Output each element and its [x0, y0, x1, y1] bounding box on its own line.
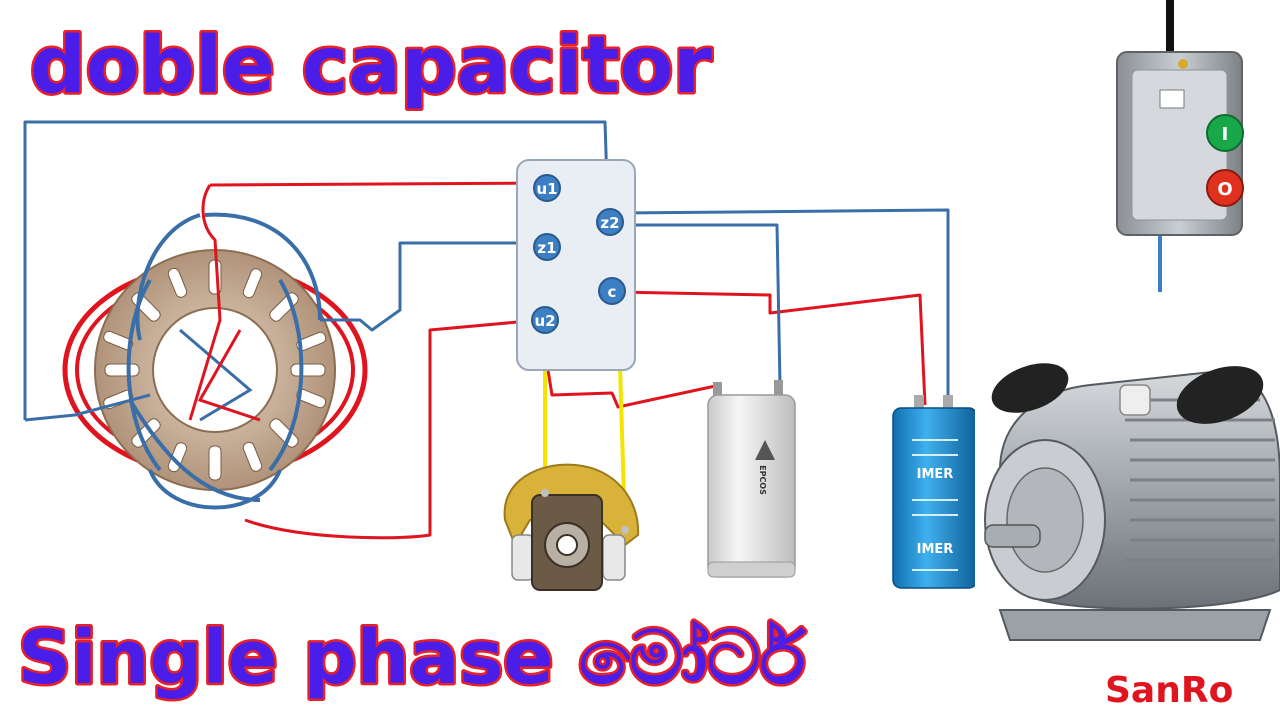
terminal-z1-label: z1: [537, 239, 556, 257]
title-bottom: Single phase මෝටර්: [18, 615, 806, 701]
stop-button-label: O: [1217, 179, 1232, 200]
watermark: SanRo: [1105, 670, 1233, 711]
run-capacitor-brand: EPCOS: [758, 465, 767, 495]
start-capacitor-brand: IMER: [917, 467, 954, 482]
start-button-label: I: [1222, 124, 1229, 145]
terminal-z2: z2: [596, 208, 624, 236]
terminal-u2: u2: [531, 306, 559, 334]
title-top: doble capacitor: [30, 21, 712, 111]
terminal-z2-label: z2: [600, 214, 619, 232]
terminal-z1: z1: [533, 233, 561, 261]
start-button[interactable]: I: [1206, 114, 1244, 152]
stop-button[interactable]: O: [1206, 169, 1244, 207]
stator: [62, 184, 368, 510]
start-capacitor: IMER IMER: [892, 395, 978, 589]
terminal-c: c: [598, 277, 626, 305]
start-capacitor-brand-2: IMER: [917, 542, 954, 557]
terminal-u1-label: u1: [536, 180, 557, 198]
run-capacitor: EPCOS: [707, 380, 796, 578]
terminal-u2-label: u2: [534, 312, 555, 330]
terminal-u1: u1: [533, 174, 561, 202]
centrifugal-switch: [503, 463, 640, 591]
terminal-c-label: c: [608, 283, 617, 301]
electric-motor: [975, 350, 1280, 641]
